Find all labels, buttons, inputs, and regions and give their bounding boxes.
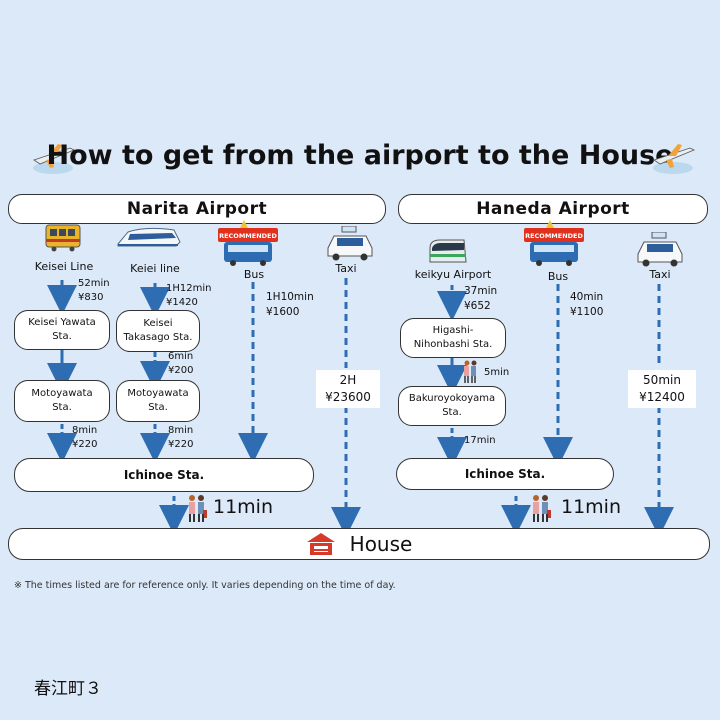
narita-hub-ichinoe: Ichinoe Sta. — [14, 458, 314, 492]
house-destination: House — [8, 528, 710, 560]
keikyu-seg1-info: 37min¥652 — [464, 285, 498, 312]
express-train-icon — [117, 227, 181, 247]
narita-taxi-label: Taxi — [335, 262, 357, 275]
narita-bus-info: 1H10min¥1600 — [266, 291, 314, 318]
train-icon — [45, 224, 81, 252]
keikyu-walk-time: 5min — [484, 367, 510, 378]
reference-note: ※ The times listed are for reference onl… — [14, 580, 396, 591]
keiei-line-label: Keiei line — [130, 262, 180, 275]
keikyu-seg2-info: 17min — [464, 435, 496, 446]
taxi-icon — [637, 232, 683, 267]
narita-bus-label: Bus — [243, 268, 265, 281]
haneda-airport-header: Haneda Airport — [398, 194, 708, 224]
keiei-seg2-info: 8min¥220 — [168, 425, 194, 450]
house-icon — [306, 533, 335, 555]
keisei-seg1-info: 52min¥830 — [78, 278, 110, 303]
taxi-icon — [327, 226, 373, 261]
haneda-taxi-fare: 50min¥12400 — [628, 370, 696, 408]
airplane-icon — [33, 144, 75, 174]
footer-location: 春江町３ — [34, 679, 102, 699]
bus-icon: RECOMMENDED — [524, 220, 584, 266]
haneda-walk-time: 11min — [561, 496, 622, 518]
bus-icon: RECOMMENDED — [218, 220, 278, 266]
haneda-bus-label: Bus — [547, 270, 569, 283]
walking-people-icon — [189, 495, 207, 522]
house-label: House — [349, 532, 413, 556]
keisei-line-label: Keisei Line — [34, 260, 94, 273]
station-higashi-nihonbashi: Higashi-Nihonbashi Sta. — [400, 318, 506, 358]
haneda-bus-info: 40min¥1100 — [570, 291, 604, 318]
keiei-seg-mid-info: 6min¥200 — [168, 351, 194, 376]
keisei-seg2-info: 8min¥220 — [72, 425, 98, 450]
narita-taxi-fare: 2H¥23600 — [316, 370, 380, 408]
keikyu-label: keikyu Airport — [414, 268, 492, 281]
haneda-taxi-label: Taxi — [649, 268, 671, 281]
keiei-seg1-info: 1H12min¥1420 — [166, 283, 212, 308]
keikyu-train-icon — [429, 239, 467, 263]
recommended-badge: RECOMMENDED — [219, 232, 277, 240]
narita-airport-header: Narita Airport — [8, 194, 386, 224]
walking-people-icon — [533, 495, 551, 522]
walking-people-icon — [464, 360, 477, 383]
narita-walk-time: 11min — [213, 496, 274, 518]
recommended-badge: RECOMMENDED — [525, 232, 583, 240]
airplane-icon — [653, 144, 695, 174]
haneda-hub-ichinoe: Ichinoe Sta. — [396, 458, 614, 490]
page-title: How to get from the airport to the House — [46, 140, 674, 171]
